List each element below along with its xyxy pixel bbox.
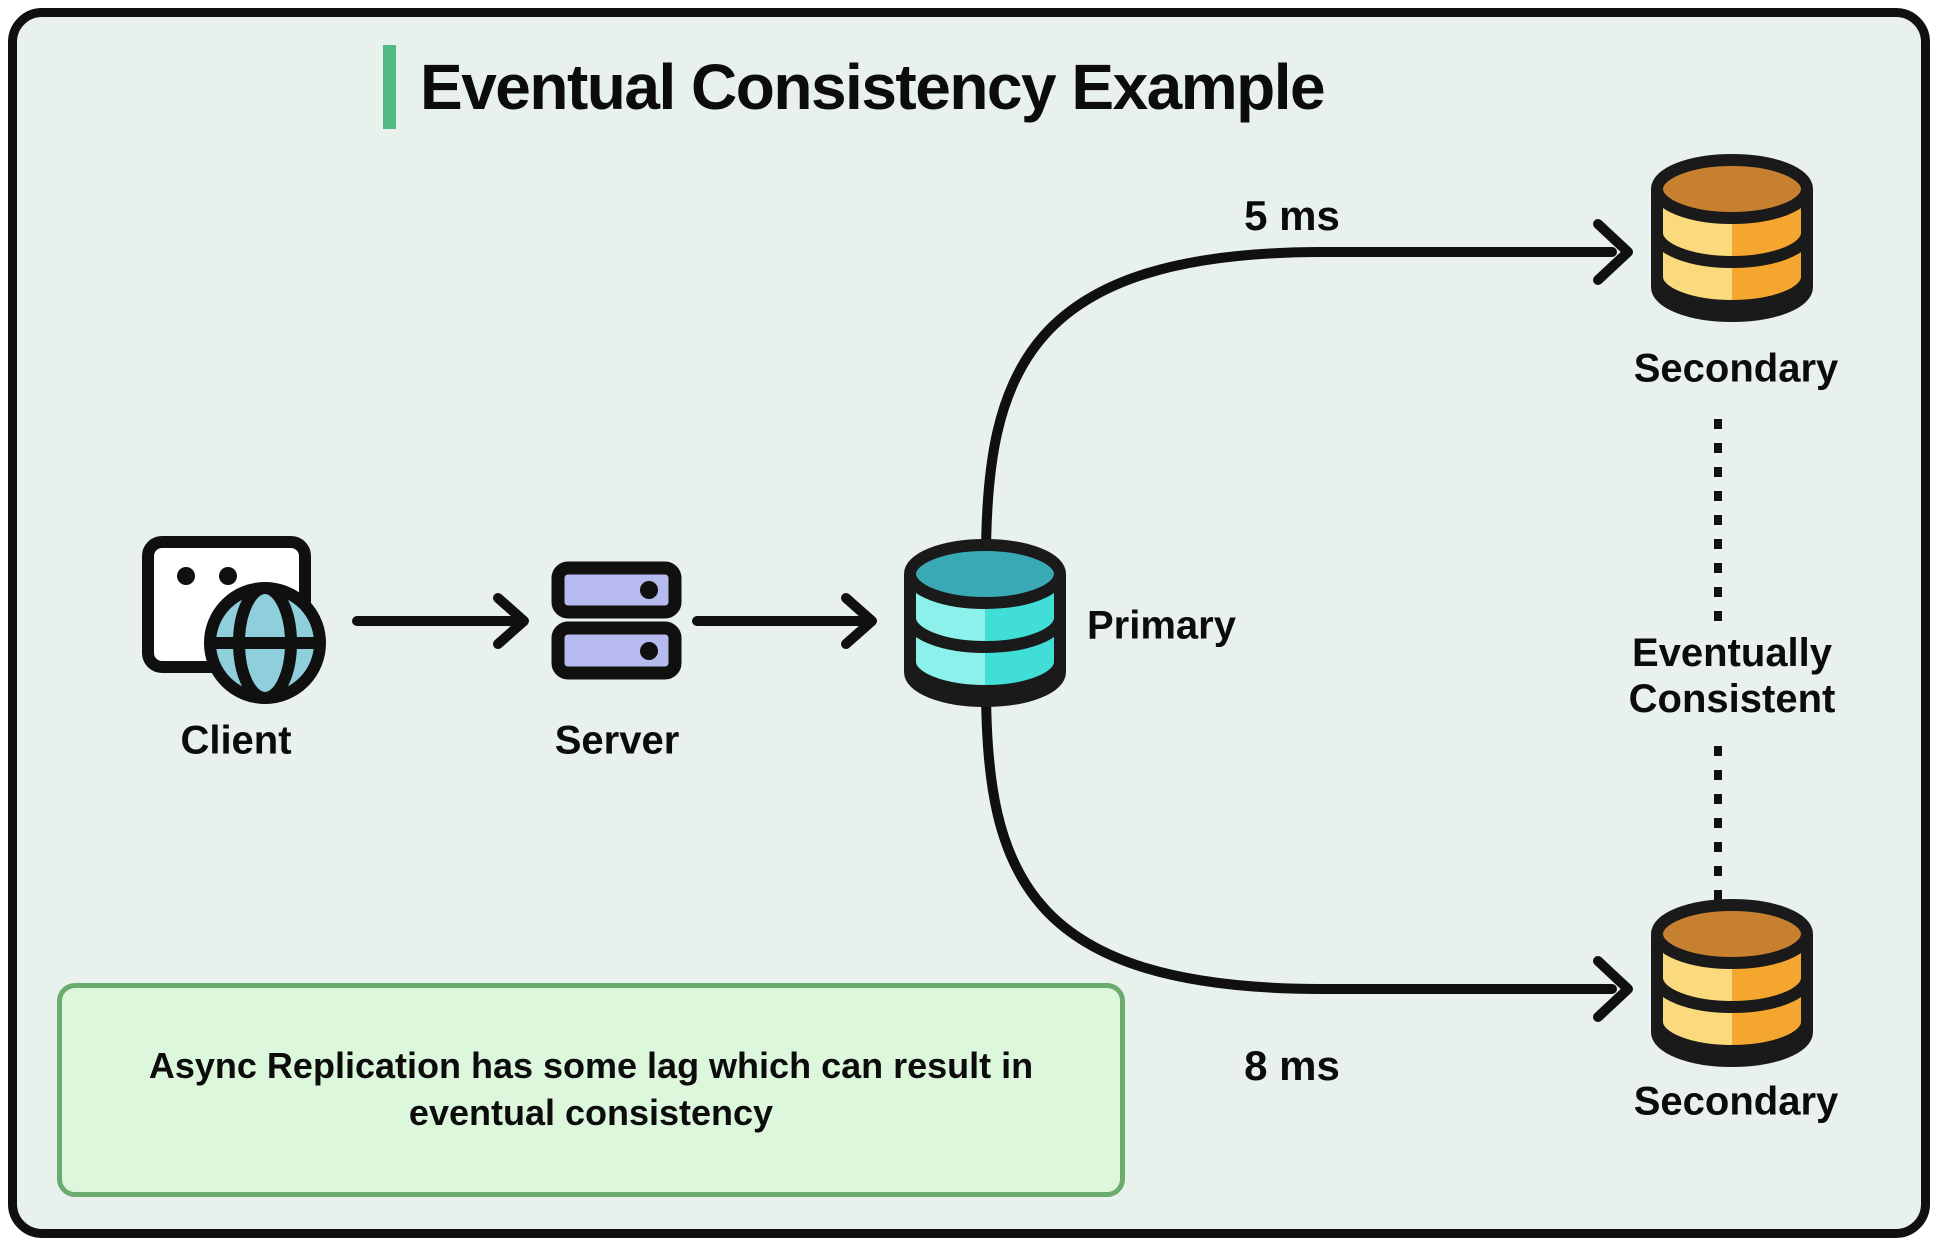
- secondary-bottom-label: Secondary: [1633, 1079, 1839, 1124]
- note-text: Async Replication has some lag which can…: [148, 1045, 1034, 1133]
- async-replication-note: Async Replication has some lag which can…: [57, 983, 1125, 1197]
- bottom-latency-label: 8 ms: [1244, 1042, 1340, 1089]
- secondary-top-label: Secondary: [1633, 346, 1839, 391]
- server-label: Server: [554, 718, 680, 763]
- client-label: Client: [180, 718, 292, 763]
- page-title: Eventual Consistency Example: [420, 51, 1326, 123]
- title-accent-bar: [383, 45, 396, 129]
- primary-label: Primary: [1087, 603, 1236, 648]
- top-latency-label: 5 ms: [1244, 192, 1340, 239]
- eventually-consistent-label: Eventually Consistent: [1628, 631, 1836, 721]
